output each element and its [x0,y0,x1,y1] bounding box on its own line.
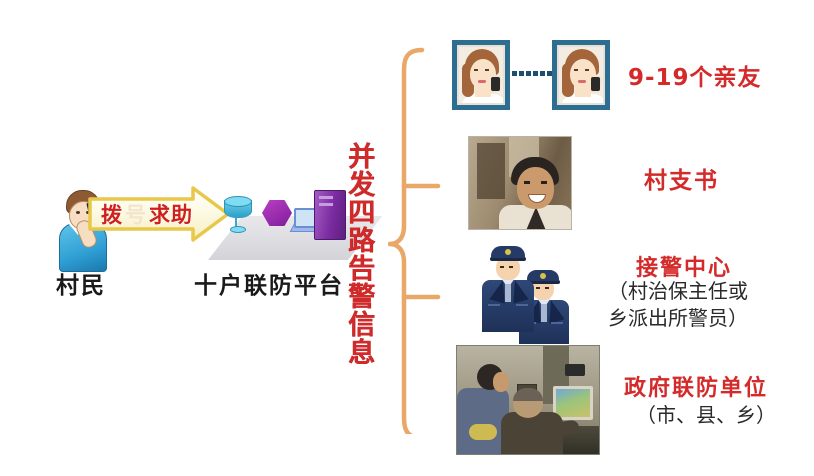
arrow-text-primary: 拨 [101,203,123,227]
government-unit-label: 政府联防单位 [624,376,769,401]
relatives-dotted-connector [512,70,552,76]
server-tower-icon [314,190,346,240]
ten-household-platform-graphic [208,190,383,260]
phone-caller-portrait [459,47,503,103]
relatives-label: 9-19个亲友 [628,65,762,91]
platform-label: 十户联防平台 [194,273,344,299]
monitor-icon [553,386,593,420]
government-unit-sublabel: （市、县、乡） [636,403,776,427]
alarm-center-sublabel: （村治保主任或 乡派出所警员） [608,278,748,332]
police-officer-primary [480,240,536,332]
relatives-image-group [452,40,612,112]
alarm-center-sublabel-line2: 乡派出所警员） [608,306,748,330]
arrow-label: 拨 号 求助 [88,186,206,242]
arrow-text-faded: 号 [125,203,147,227]
villager-eye-left [76,211,80,214]
database-icon [224,196,252,220]
police-officers-illustration [470,240,570,344]
village-secretary-label: 村支书 [644,168,719,194]
relative-photo-frame-first [452,40,510,110]
relative-photo-frame-last [552,40,610,110]
concurrent-alarm-vertical-title: 并发四路告警信息 [343,142,374,366]
alarm-center-sublabel-line1: （村治保主任或 [608,279,748,303]
database-stem [235,218,237,227]
villager-label: 村民 [56,273,106,299]
control-room-photo [456,345,600,455]
village-secretary-photo [468,136,572,230]
phone-caller-portrait [559,47,603,103]
arrow-shape [88,186,230,242]
arrow-text-secondary: 求助 [149,203,193,227]
branch-brace [387,44,458,441]
brace-shape [387,47,441,441]
wall-camera-icon [565,364,585,376]
call-for-help-arrow: 拨 号 求助 [88,186,230,242]
database-base [230,226,246,233]
alarm-center-label: 接警中心 [636,256,733,281]
